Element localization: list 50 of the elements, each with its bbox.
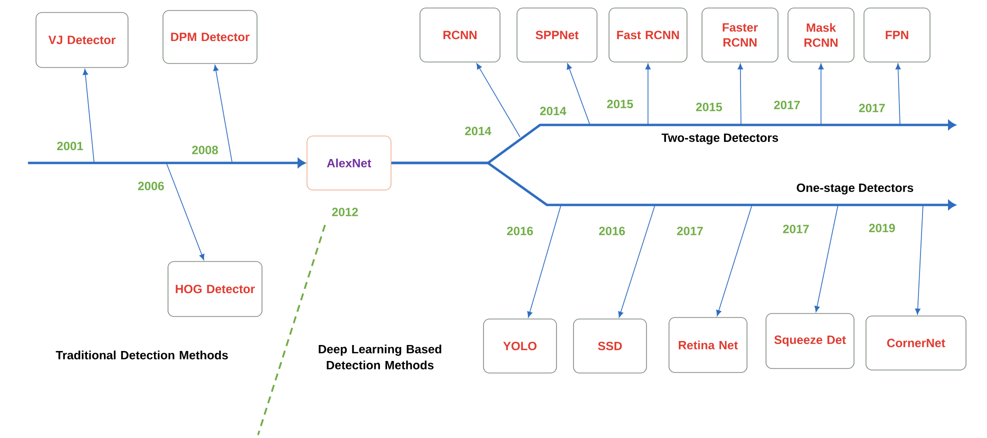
detector-box: CornerNet: [866, 316, 966, 370]
branch-arrow: [476, 63, 520, 138]
branch-arrow: [527, 204, 562, 318]
section-label: Traditional Detection Methods: [56, 350, 228, 360]
year-label: 2012: [332, 208, 358, 216]
detector-box: Squeeze Det: [766, 313, 854, 369]
branch-arrow: [82, 68, 94, 162]
year-label: 2001: [56, 140, 84, 152]
model-box: AlexNet: [306, 136, 392, 190]
detector-box: SSD: [573, 318, 647, 374]
detector-box: YOLO: [483, 318, 557, 374]
branch-label: Two-stage Detectors: [660, 132, 780, 146]
detector-box: Mask RCNN: [788, 8, 854, 62]
branch-arrow: [213, 64, 232, 162]
detector-box: FPN: [864, 8, 930, 62]
detector-box: SPPNet: [516, 8, 598, 62]
year-label: 2015: [694, 102, 724, 112]
branch-arrow: [618, 204, 656, 318]
timeline-arrow: [391, 162, 956, 210]
detector-box: Faster RCNN: [702, 8, 778, 62]
year-label: 2008: [190, 144, 220, 156]
branch-arrow: [716, 204, 752, 316]
year-label: 2017: [772, 100, 802, 110]
branch-arrow: [166, 162, 204, 260]
year-label: 2019: [868, 222, 896, 234]
year-label: 2017: [858, 102, 886, 114]
year-label: 2014: [538, 106, 568, 116]
branch-arrow: [566, 63, 590, 126]
year-label: 2006: [136, 180, 166, 192]
year-label: 2017: [676, 226, 704, 236]
branch-label: One-stage Detectors: [795, 182, 915, 196]
branch-arrow: [818, 63, 824, 126]
branch-arrow: [915, 204, 924, 315]
detector-box: Retina Net: [668, 317, 748, 373]
branch-arrow: [895, 63, 901, 126]
year-label: 2016: [506, 226, 534, 236]
detector-box: VJ Detector: [36, 12, 128, 68]
branch-arrow: [814, 204, 838, 312]
branch-arrow: [645, 63, 651, 126]
year-label: 2017: [782, 224, 810, 234]
detector-box: Fast RCNN: [608, 8, 688, 62]
timeline-arrow: [28, 158, 306, 168]
section-label: Deep Learning Based Detection Methods: [318, 344, 442, 370]
year-label: 2016: [598, 226, 626, 236]
detector-box: HOG Detector: [168, 261, 262, 317]
year-label: 2014: [464, 126, 492, 136]
detector-box: RCNN: [420, 8, 500, 62]
branch-arrow: [738, 63, 744, 126]
year-label: 2015: [606, 98, 634, 110]
detector-box: DPM Detector: [162, 10, 258, 64]
